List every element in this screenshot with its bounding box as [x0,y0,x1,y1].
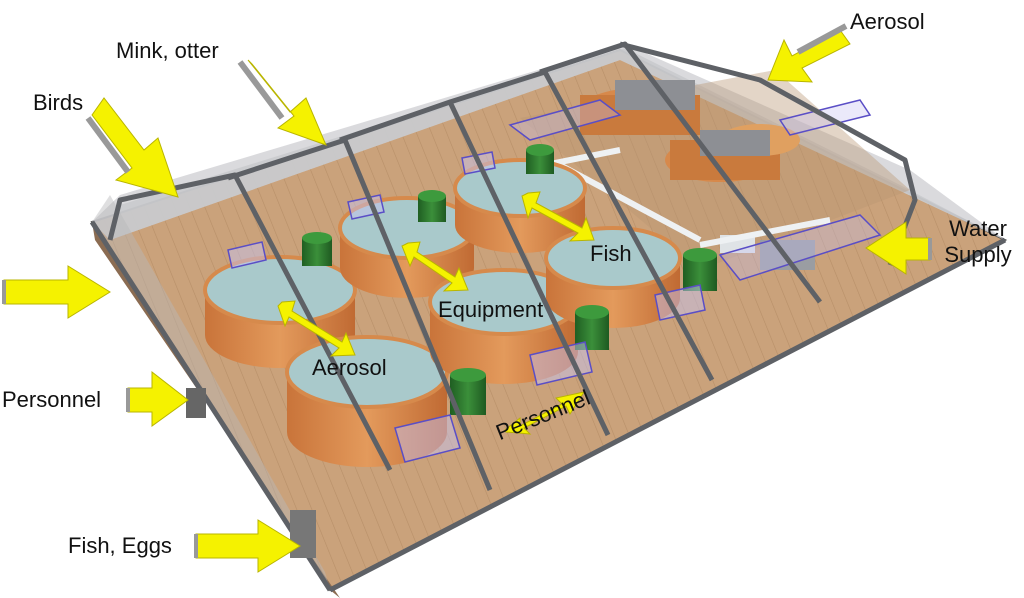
label-water-supply: Water Supply [936,216,1020,268]
label-mink-otter: Mink, otter [116,38,219,64]
label-equipment-internal: Equipment [438,297,543,323]
green-tank-5 [418,190,446,222]
green-tank-4 [302,232,332,266]
label-fish-eggs: Fish, Eggs [68,533,172,559]
personnel-door [186,388,206,418]
label-personnel-external: Personnel [2,387,101,413]
label-birds: Birds [33,90,83,116]
arrow-aerosol-roof [768,26,850,82]
label-water-supply-line1: Water [949,216,1007,241]
arrow-mink-otter [240,60,326,145]
arrow-fish-eggs [196,520,300,572]
arrow-birds [88,98,178,197]
label-aerosol-external: Aerosol [850,9,925,35]
label-water-supply-line2: Supply [944,242,1011,267]
arrow-personnel [128,372,188,426]
arrow-side-left [4,266,110,318]
label-aerosol-internal: Aerosol [312,355,387,381]
green-tank-6 [526,144,554,174]
label-fish-internal: Fish [590,241,632,267]
fish-eggs-door [290,510,316,558]
